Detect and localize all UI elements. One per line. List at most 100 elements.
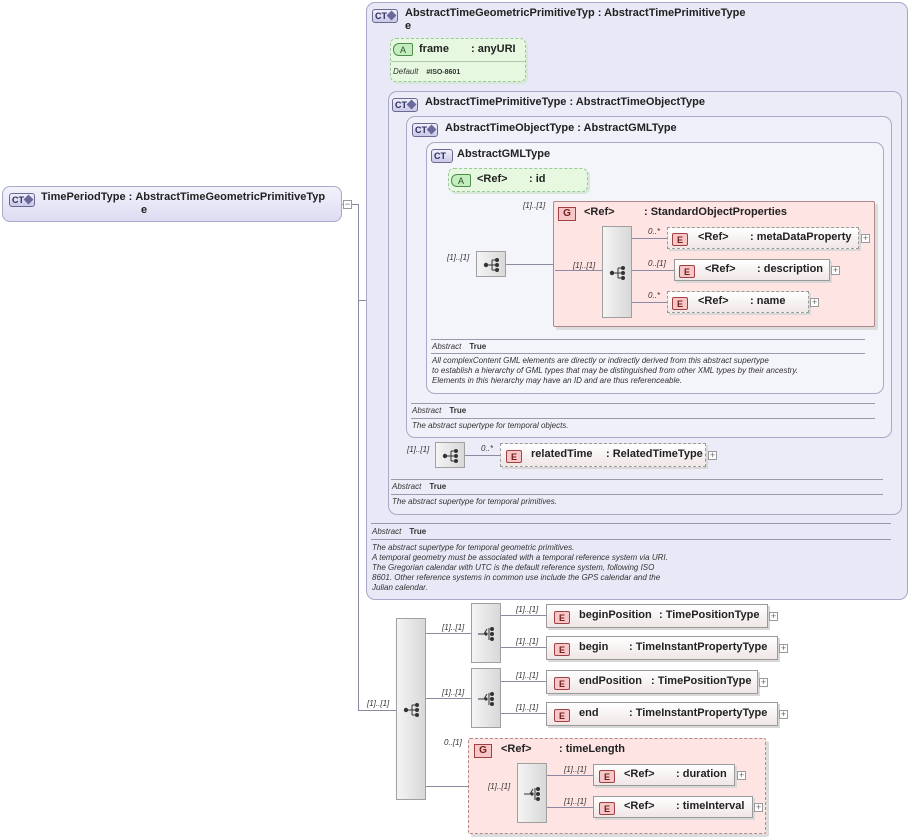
element-name[interactable]: E <Ref> : name — [667, 291, 809, 313]
cardinality: [1]..[1] — [516, 671, 539, 680]
element-ref: <Ref> — [624, 800, 655, 812]
expand-toggle[interactable]: + — [769, 611, 778, 621]
expand-toggle[interactable]: + — [754, 802, 763, 812]
attribute-id[interactable]: A <Ref> : id — [448, 168, 588, 192]
connector — [501, 615, 547, 616]
attribute-name: frame — [419, 43, 449, 55]
connector — [506, 264, 554, 265]
element-badge: E — [554, 677, 570, 690]
choice-compositor[interactable] — [471, 603, 501, 663]
element-description[interactable]: E <Ref> : description — [674, 259, 830, 281]
connector — [465, 455, 500, 456]
divider — [431, 353, 865, 354]
connector — [426, 698, 471, 699]
group-badge: G — [558, 207, 576, 221]
element-endposition[interactable]: E endPosition : TimePositionType — [546, 670, 758, 694]
sequence-compositor[interactable] — [435, 442, 465, 468]
divider — [391, 494, 883, 495]
element-badge: E — [599, 802, 615, 815]
group-ref: <Ref> — [501, 743, 532, 755]
element-badge: E — [554, 611, 570, 624]
cardinality: [1]..[1] — [442, 688, 465, 697]
group-name: : StandardObjectProperties — [644, 206, 788, 218]
connector — [501, 681, 547, 682]
element-type: : RelatedTimeType — [606, 448, 703, 460]
expand-toggle[interactable]: + — [831, 265, 840, 275]
divider — [431, 339, 865, 340]
choice-compositor[interactable] — [471, 668, 501, 728]
expand-toggle[interactable]: + — [708, 450, 717, 460]
collapse-toggle[interactable]: − — [343, 199, 352, 209]
sequence-icon — [402, 702, 422, 718]
choice-compositor[interactable] — [517, 763, 547, 823]
root-type-name: TimePeriodType : AbstractTimeGeometricPr… — [41, 191, 326, 203]
cardinality: 0..* — [481, 444, 494, 453]
expand-toggle[interactable]: + — [861, 233, 870, 243]
cardinality: [1]..[1] — [516, 605, 539, 614]
attribute-badge: A — [393, 43, 413, 56]
expand-toggle[interactable]: + — [810, 297, 819, 307]
ct-title: AbstractTimeObjectType : AbstractGMLType — [445, 122, 677, 134]
element-name: end — [579, 707, 599, 719]
cardinality: [1]..[1] — [447, 253, 470, 262]
element-timeinterval[interactable]: E <Ref> : timeInterval — [593, 796, 753, 818]
element-type: : TimeInstantPropertyType — [629, 641, 768, 653]
expand-toggle[interactable]: + — [779, 709, 788, 719]
connector — [358, 710, 396, 711]
ct-badge: CT — [392, 98, 418, 112]
sequence-compositor[interactable] — [476, 251, 506, 277]
choice-icon — [523, 786, 543, 802]
element-badge: E — [506, 450, 522, 463]
ct-title: AbstractTimePrimitiveType : AbstractTime… — [425, 96, 705, 108]
divider — [371, 523, 891, 524]
element-begin[interactable]: E begin : TimeInstantPropertyType — [546, 636, 778, 660]
connector — [632, 270, 674, 271]
ct-title-wrap: e — [405, 20, 412, 32]
connector — [358, 204, 359, 711]
default-meta: Default#ISO-8601 — [393, 67, 461, 76]
element-name-label: : name — [750, 295, 786, 307]
expand-toggle[interactable]: + — [779, 643, 788, 653]
ct-badge: CT — [372, 9, 398, 23]
root-type-box[interactable]: CT TimePeriodType : AbstractTimeGeometri… — [2, 186, 342, 222]
element-badge: E — [672, 297, 688, 310]
element-end[interactable]: E end : TimeInstantPropertyType — [546, 702, 778, 726]
ct-badge: CT — [412, 123, 438, 137]
divider — [411, 403, 875, 404]
ct-title: AbstractTimeGeometricPrimitiveTyp : Abst… — [405, 7, 746, 19]
element-name: relatedTime — [531, 448, 593, 460]
group-time-length[interactable]: G <Ref> : timeLength — [468, 738, 766, 834]
sequence-compositor[interactable] — [602, 226, 632, 318]
element-type: : TimeInstantPropertyType — [629, 707, 768, 719]
attribute-frame[interactable]: A frame : anyURI Default#ISO-8601 — [390, 38, 526, 82]
choice-icon — [477, 626, 497, 642]
element-name: : metaDataProperty — [750, 231, 852, 243]
cardinality: [1]..[1] — [516, 703, 539, 712]
element-metadataproperty[interactable]: E <Ref> : metaDataProperty — [667, 227, 859, 249]
element-badge: E — [554, 643, 570, 656]
sequence-compositor[interactable] — [396, 618, 426, 800]
element-badge: E — [599, 770, 615, 783]
sequence-icon — [482, 257, 502, 273]
expand-toggle[interactable]: + — [759, 677, 768, 687]
cardinality: [1]..[1] — [516, 637, 539, 646]
connector — [501, 647, 547, 648]
element-ref: <Ref> — [705, 263, 736, 275]
ct-badge: CT — [431, 149, 453, 163]
element-name: : timeInterval — [676, 800, 745, 812]
documentation: The abstract supertype for temporal obje… — [412, 421, 569, 430]
expand-toggle[interactable]: + — [737, 770, 746, 780]
element-beginposition[interactable]: E beginPosition : TimePositionType — [546, 604, 768, 628]
element-relatedtime[interactable]: E relatedTime : RelatedTimeType — [500, 443, 706, 467]
cardinality: 0..[1] — [648, 259, 666, 268]
element-ref: <Ref> — [698, 231, 729, 243]
divider — [391, 479, 883, 480]
connector — [426, 786, 468, 787]
documentation: The abstract supertype for temporal prim… — [392, 497, 557, 506]
element-duration[interactable]: E <Ref> : duration — [593, 764, 735, 786]
connector — [426, 633, 471, 634]
documentation: All complexContent GML elements are dire… — [432, 356, 798, 385]
